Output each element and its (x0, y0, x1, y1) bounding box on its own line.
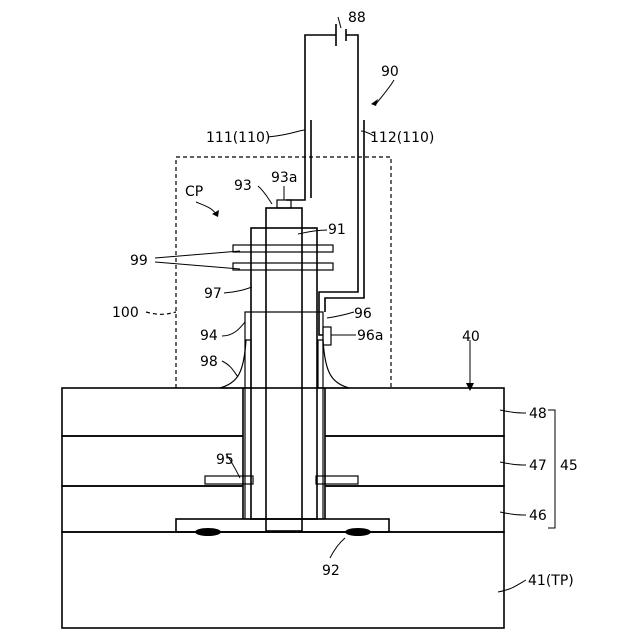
label-112-110: 112(110) (370, 130, 434, 146)
label-47: 47 (529, 458, 547, 474)
weld-nugget-right (345, 528, 371, 536)
ring-99-upper (233, 245, 333, 252)
bracket-45 (548, 410, 555, 528)
label-96a: 96a (357, 328, 383, 344)
label-97: 97 (204, 286, 222, 302)
label-93a: 93a (271, 170, 297, 186)
label-111-110: 111(110) (206, 130, 270, 146)
label-88: 88 (348, 10, 366, 26)
label-46: 46 (529, 508, 547, 524)
label-45: 45 (560, 458, 578, 474)
label-48: 48 (529, 406, 547, 422)
circuit-top (305, 35, 336, 120)
label-91: 91 (328, 222, 346, 238)
label-41-tp: 41(TP) (528, 573, 574, 589)
label-96: 96 (354, 306, 372, 322)
label-cp: CP (185, 184, 203, 200)
through-hole (243, 389, 325, 531)
sensor-96a (323, 327, 331, 345)
ring-99-lower (233, 263, 333, 270)
label-99: 99 (130, 253, 148, 269)
label-90: 90 (381, 64, 399, 80)
label-95: 95 (216, 452, 234, 468)
label-98: 98 (200, 354, 218, 370)
label-100: 100 (112, 305, 139, 321)
target-plate-41 (62, 532, 504, 628)
label-93: 93 (234, 178, 252, 194)
label-94: 94 (200, 328, 218, 344)
sealant-98-left (220, 340, 251, 388)
label-40: 40 (462, 329, 480, 345)
terminal-93a (277, 200, 291, 208)
weld-nugget-left (195, 528, 221, 536)
label-92: 92 (322, 563, 340, 579)
